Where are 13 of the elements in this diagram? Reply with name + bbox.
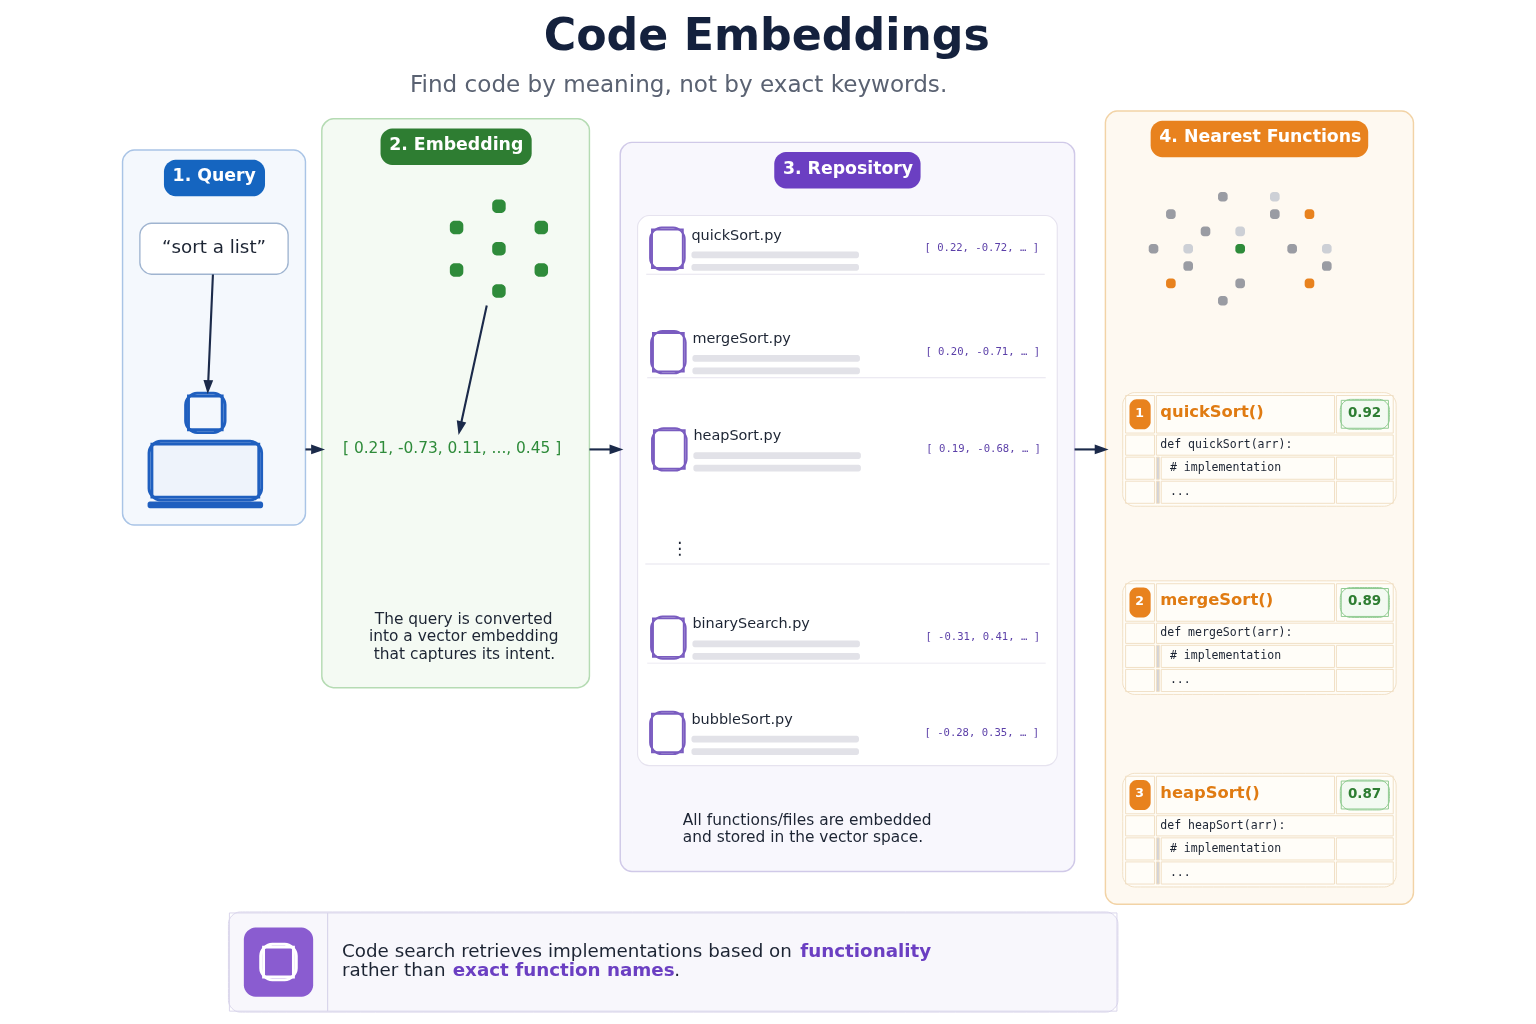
arrow (456, 305, 488, 435)
arrow (589, 444, 624, 455)
node-box: “sort a list” (139, 222, 289, 275)
node-label: [ 0.19, -0.68, … ] (926, 442, 1041, 455)
node-label: [ -0.28, 0.35, … ] (924, 725, 1040, 738)
arrow (305, 444, 326, 455)
diagram-title: Code Embeddings (543, 9, 990, 61)
label: ⋮ (671, 538, 689, 559)
node-text: [ 0.21, -0.73, 0.11, ..., 0.45 ] (343, 439, 562, 458)
cluster (636, 214, 1058, 767)
arrow (203, 274, 214, 394)
label: Find code by meaning, not by exact keywords. (409, 71, 948, 97)
arrow (1074, 444, 1109, 455)
